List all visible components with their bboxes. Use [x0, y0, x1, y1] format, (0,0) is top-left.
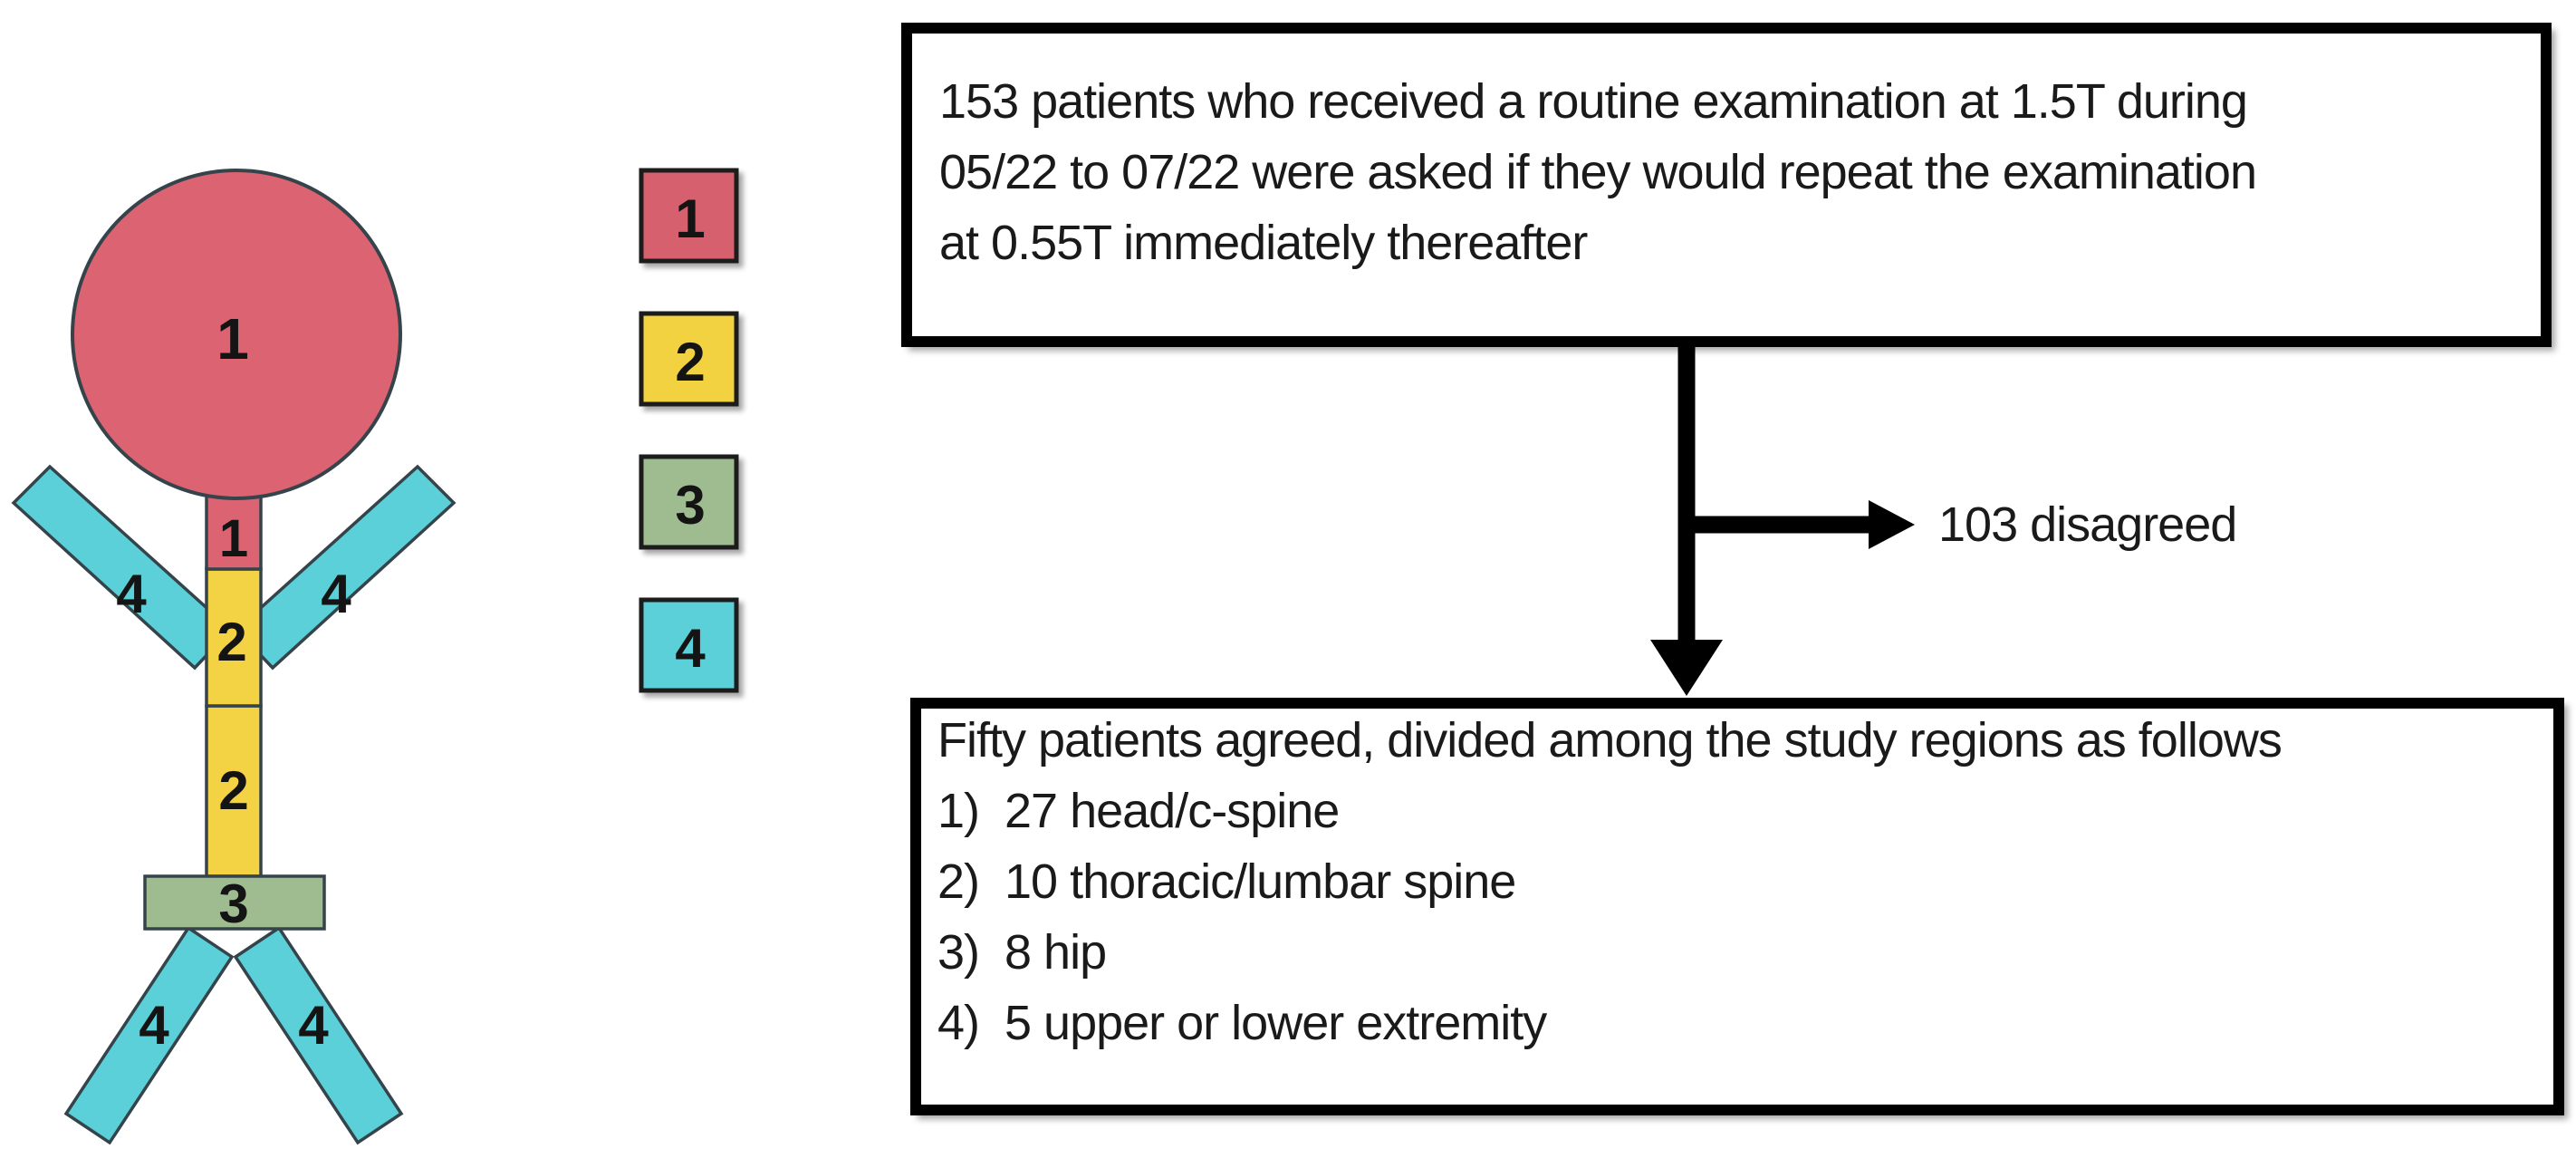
enrollment-text-line: 153 patients who received a routine exam… — [939, 74, 2248, 129]
legend-label-4: 4 — [675, 618, 706, 679]
right-leg-shape — [233, 925, 404, 1145]
region-list-item: 3) 8 hip — [937, 917, 2541, 988]
left-arm-label: 4 — [116, 564, 147, 624]
region-list-num: 3) — [937, 925, 980, 980]
neck-shape — [205, 487, 263, 571]
agreed-box: Fifty patients agreed, divided among the… — [910, 698, 2564, 1115]
disagreed-label: 103 disagreed — [1938, 497, 2237, 552]
lower-spine-shape — [205, 704, 263, 878]
region-list-item: 1) 27 head/c-spine — [937, 776, 2541, 846]
enrollment-text-line: at 0.55T immediately thereafter — [939, 216, 1588, 270]
legend-swatch-2 — [639, 311, 739, 407]
legend-label-2: 2 — [675, 332, 705, 392]
hip-shape — [143, 874, 326, 931]
legend: 1 2 3 4 — [639, 168, 739, 693]
region-list-num: 2) — [937, 854, 980, 909]
region-list-text: 27 head/c-spine — [1004, 784, 1340, 838]
region-list-num: 1) — [937, 784, 980, 838]
legend-swatch-4 — [639, 597, 739, 693]
legend-swatch-3 — [639, 454, 739, 550]
neck-label: 1 — [219, 509, 248, 568]
region-list-text: 8 hip — [1004, 925, 1107, 980]
agreed-box-content: Fifty patients agreed, divided among the… — [937, 705, 2541, 1058]
enrollment-box: 153 patients who received a routine exam… — [901, 23, 2552, 347]
branch-arrowhead — [1869, 500, 1915, 549]
head-label: 1 — [216, 306, 249, 372]
legend-label-3: 3 — [675, 475, 705, 536]
agreed-intro-text: Fifty patients agreed, divided among the… — [937, 713, 2283, 767]
down-arrowhead — [1650, 640, 1723, 696]
right-leg-label: 4 — [298, 995, 329, 1056]
left-leg-label: 4 — [139, 995, 169, 1056]
head-shape — [71, 169, 402, 500]
left-leg-shape — [63, 925, 235, 1145]
region-list-text: 5 upper or lower extremity — [1004, 996, 1547, 1050]
right-arm-label: 4 — [321, 564, 351, 624]
region-list-item: 4) 5 upper or lower extremity — [937, 988, 2541, 1058]
body-region-figure: 1 1 2 2 3 4 4 4 4 1 2 3 4 — [11, 168, 739, 1145]
region-list-item: 2) 10 thoracic/lumbar spine — [937, 846, 2541, 917]
hip-label: 3 — [218, 874, 248, 934]
enrollment-text-line: 05/22 to 07/22 were asked if they would … — [939, 145, 2257, 199]
upper-spine-label: 2 — [216, 612, 246, 672]
region-list-num: 4) — [937, 996, 980, 1050]
legend-swatch-1 — [639, 168, 739, 264]
lower-spine-label: 2 — [218, 760, 248, 821]
legend-label-1: 1 — [675, 188, 705, 249]
region-list-text: 10 thoracic/lumbar spine — [1004, 854, 1516, 909]
upper-spine-shape — [205, 567, 263, 708]
